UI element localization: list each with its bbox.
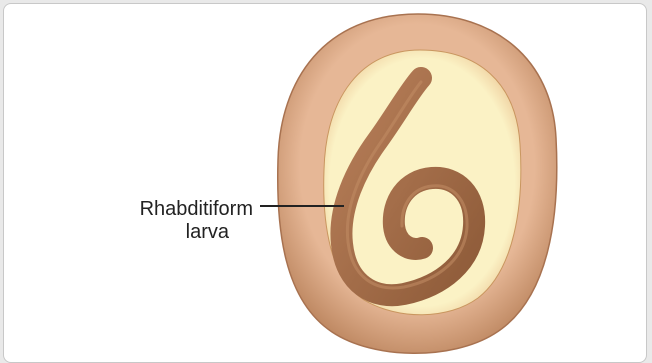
larva-label-line1: Rhabditiform — [125, 197, 253, 221]
larva-label-line2: larva — [125, 220, 229, 244]
